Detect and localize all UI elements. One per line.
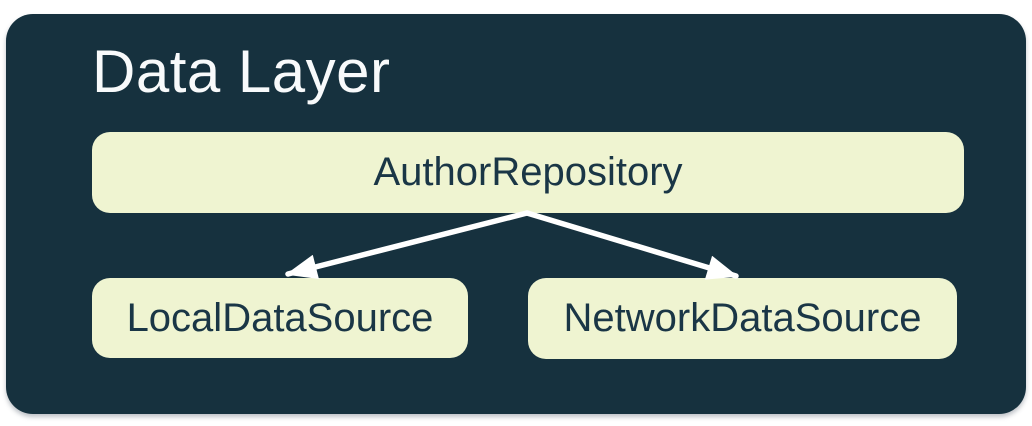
data-layer-container: Data Layer AuthorRepository LocalDataSou… (6, 14, 1026, 414)
node-author-repository-label: AuthorRepository (373, 150, 683, 194)
node-network-data-source: NetworkDataSource (528, 278, 957, 359)
node-network-data-source-label: NetworkDataSource (563, 296, 922, 340)
node-local-data-source-label: LocalDataSource (126, 295, 434, 340)
node-local-data-source: LocalDataSource (92, 278, 468, 358)
arrow-repository-to-network (524, 210, 739, 280)
arrow-repository-to-local (285, 210, 530, 280)
diagram-title: Data Layer (92, 38, 391, 105)
node-author-repository: AuthorRepository (92, 132, 964, 213)
